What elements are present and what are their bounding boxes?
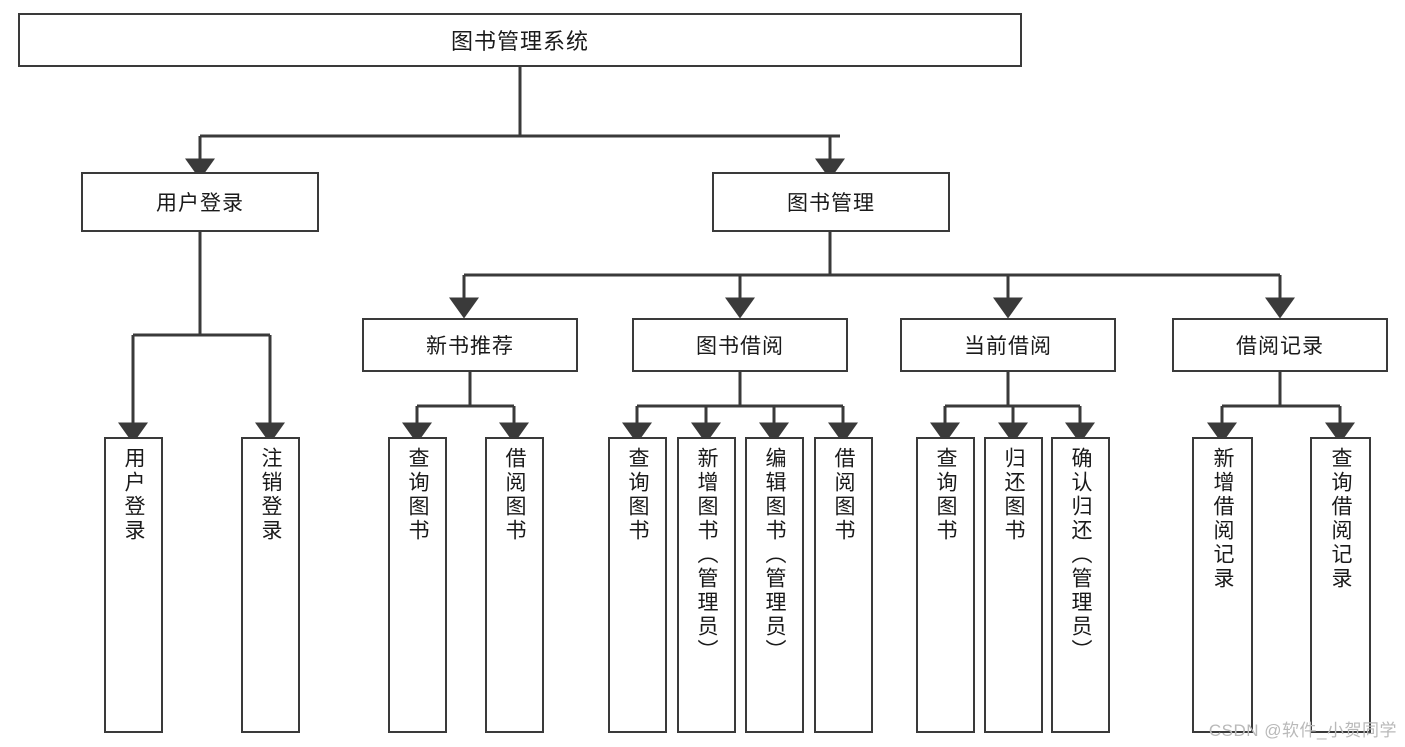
- node-label: 图书管理系统: [450, 29, 589, 54]
- node-label: 查询借阅记录: [1329, 447, 1352, 591]
- leaf-current-return-book[interactable]: 归还图书: [984, 437, 1043, 733]
- node-label: 查询图书: [934, 447, 957, 543]
- leaf-user-login[interactable]: 用户登录: [104, 437, 163, 733]
- node-book-management[interactable]: 图书管理: [712, 172, 950, 232]
- node-label: 用户登录: [156, 192, 244, 215]
- node-label: 查询图书: [406, 447, 429, 543]
- node-borrow-records[interactable]: 借阅记录: [1172, 318, 1388, 372]
- leaf-current-confirm-return-admin[interactable]: 确认归还（管理员）: [1051, 437, 1110, 733]
- node-current-borrow[interactable]: 当前借阅: [900, 318, 1116, 372]
- node-user-login[interactable]: 用户登录: [81, 172, 319, 232]
- node-label: 编辑图书（管理员）: [763, 447, 786, 663]
- node-label: 借阅图书: [832, 447, 855, 543]
- leaf-user-logout[interactable]: 注销登录: [241, 437, 300, 733]
- node-label: 注销登录: [259, 447, 282, 543]
- node-label: 新增借阅记录: [1211, 447, 1234, 591]
- leaf-records-add-record[interactable]: 新增借阅记录: [1192, 437, 1253, 733]
- node-label: 查询图书: [626, 447, 649, 543]
- node-label: 借阅记录: [1236, 335, 1324, 358]
- leaf-recommend-borrow-book[interactable]: 借阅图书: [485, 437, 544, 733]
- node-book-borrow[interactable]: 图书借阅: [632, 318, 848, 372]
- node-label: 新增图书（管理员）: [695, 447, 718, 663]
- watermark-text: CSDN @软件_小贺同学: [1208, 721, 1397, 740]
- node-new-book-recommend[interactable]: 新书推荐: [362, 318, 578, 372]
- node-root-system[interactable]: 图书管理系统: [18, 13, 1022, 67]
- node-label: 新书推荐: [426, 335, 514, 358]
- leaf-recommend-query-book[interactable]: 查询图书: [388, 437, 447, 733]
- leaf-current-query-book[interactable]: 查询图书: [916, 437, 975, 733]
- leaf-borrow-query-book[interactable]: 查询图书: [608, 437, 667, 733]
- node-label: 图书借阅: [696, 335, 784, 358]
- node-label: 归还图书: [1002, 447, 1025, 543]
- node-label: 借阅图书: [503, 447, 526, 543]
- node-label: 确认归还（管理员）: [1069, 447, 1092, 663]
- leaf-borrow-edit-book-admin[interactable]: 编辑图书（管理员）: [745, 437, 804, 733]
- leaf-records-query-record[interactable]: 查询借阅记录: [1310, 437, 1371, 733]
- node-label: 用户登录: [122, 447, 145, 543]
- leaf-borrow-add-book-admin[interactable]: 新增图书（管理员）: [677, 437, 736, 733]
- node-label: 图书管理: [787, 192, 875, 215]
- leaf-borrow-borrow-book[interactable]: 借阅图书: [814, 437, 873, 733]
- node-label: 当前借阅: [964, 335, 1052, 358]
